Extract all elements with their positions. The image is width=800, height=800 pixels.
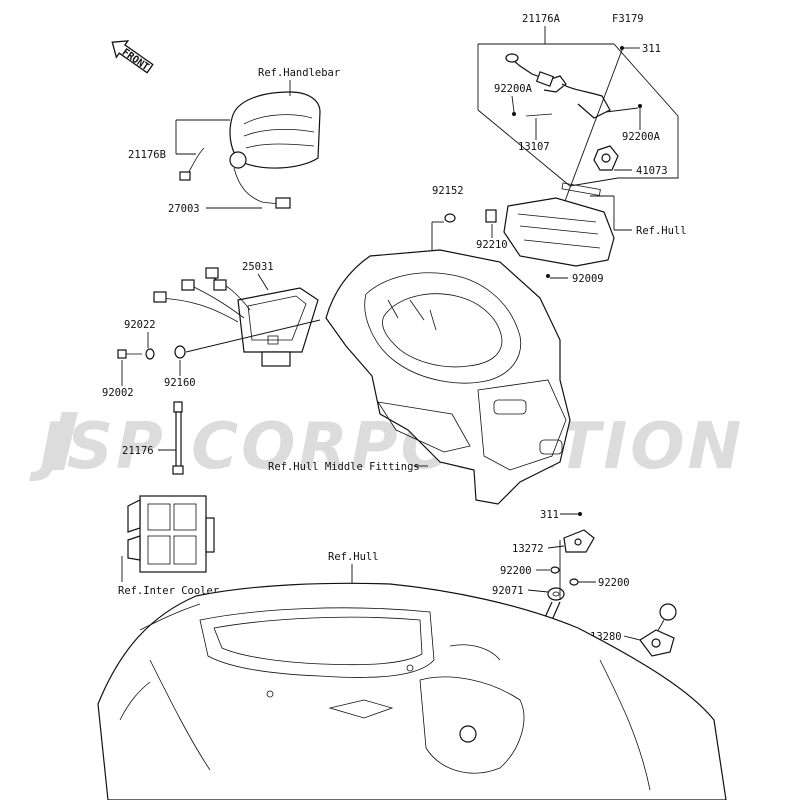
callout-21176b: 21176B [128, 149, 166, 161]
meter-assembly [153, 267, 319, 367]
callout-ref-hull-top: Ref.Hull [636, 225, 687, 237]
callout-92071: 92071 [492, 585, 524, 597]
hull-middle-fittings [325, 249, 571, 505]
callout-ref-handlebar: Ref.Handlebar [258, 67, 340, 79]
callout-25031: 25031 [242, 261, 274, 273]
callout-92200-right: 92200 [598, 577, 630, 589]
callout-ref-inter-cooler: Ref.Inter Cooler [118, 585, 219, 597]
watermark-text: JSP CORPORATION [29, 410, 744, 484]
callout-311-bottom: 311 [540, 509, 559, 521]
callout-92200-left: 92200 [500, 565, 532, 577]
callout-21176: 21176 [122, 445, 154, 457]
callout-ref-hull-middle-fittings: Ref.Hull Middle Fittings [268, 461, 420, 473]
callout-92200a-left: 92200A [494, 83, 533, 95]
callout-92002: 92002 [102, 387, 134, 399]
marker-a-hull [459, 725, 477, 743]
callout-92022: 92022 [124, 319, 156, 331]
lanyard-box-outline [477, 43, 679, 187]
callout-13107: 13107 [518, 141, 550, 153]
grommet-92071 [547, 587, 565, 601]
temperature-sensor-21176 [172, 401, 184, 475]
front-arrow-icon: FRONT [111, 40, 154, 74]
callout-41073: 41073 [636, 165, 668, 177]
marker-a-right [659, 603, 677, 621]
callout-92210: 92210 [476, 239, 508, 251]
callout-92152: 92152 [432, 185, 464, 197]
lanyard-key [505, 53, 611, 119]
knob-41073 [593, 145, 619, 171]
hull-deck [97, 582, 727, 800]
callout-21176a: 21176A [522, 13, 561, 25]
callout-92160: 92160 [164, 377, 196, 389]
callout-92009: 92009 [572, 273, 604, 285]
inter-cooler [127, 495, 215, 573]
handlebar-switch-assembly [179, 91, 321, 209]
watermark-logo-mark [48, 412, 78, 470]
front-label: FRONT [120, 47, 151, 73]
callout-27003: 27003 [168, 203, 200, 215]
callout-13272: 13272 [512, 543, 544, 555]
callout-92200a-right: 92200A [622, 131, 661, 143]
callout-ref-hull-bottom: Ref.Hull [328, 551, 379, 563]
figure-code: F3179 [612, 13, 644, 25]
plate-13280 [639, 629, 675, 657]
callout-311-top: 311 [642, 43, 661, 55]
bracket-13272 [563, 529, 595, 553]
hull-top-bracket [503, 182, 615, 267]
bolt-92002 [117, 349, 142, 359]
